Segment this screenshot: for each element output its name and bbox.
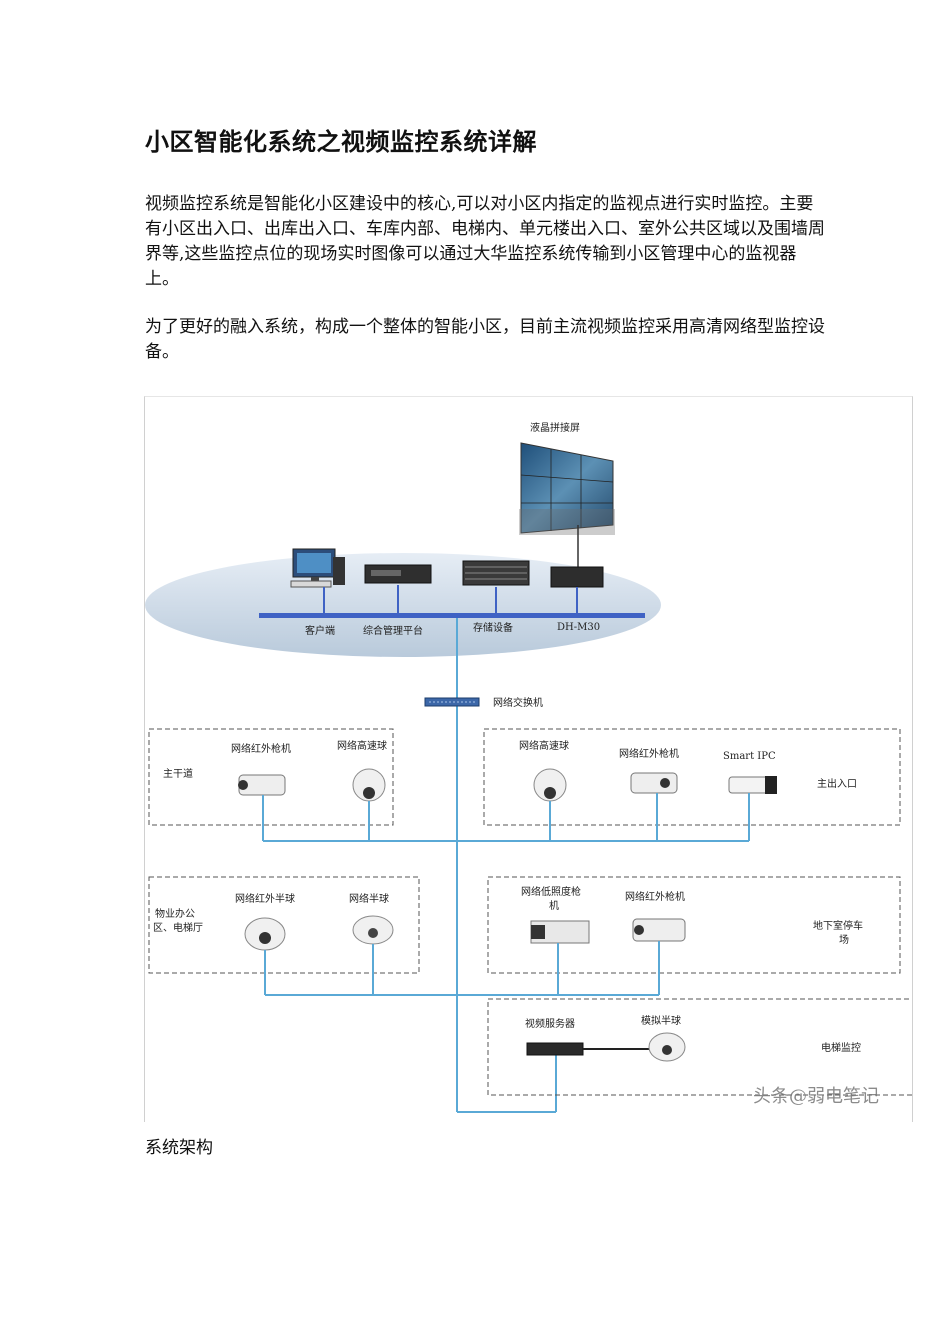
system-architecture-diagram: 液晶拼接屏 客户端 综合管理平台 存储设备 DH-M30 网络交换机 xyxy=(144,396,929,1122)
parking-lowlight-bullet-label-line2: 机 xyxy=(549,899,559,912)
storage-device-icon xyxy=(462,560,530,586)
zone-trunk-road-label: 主干道 xyxy=(163,767,193,780)
storage-label: 存储设备 xyxy=(473,621,513,634)
zone-main-entrance-label: 主出入口 xyxy=(817,777,857,790)
management-platform-icon xyxy=(364,564,432,584)
property-ir-mini-dome-label: 网络红外半球 xyxy=(235,892,295,905)
core-platform-ellipse xyxy=(145,553,661,657)
zone-main-entrance-box xyxy=(483,728,901,826)
video-wall-icon xyxy=(519,442,615,535)
zone-property-office-label-line1: 物业办公 xyxy=(155,907,195,920)
management-platform-label: 综合管理平台 xyxy=(363,624,423,637)
trunk-ir-bullet-label: 网络红外枪机 xyxy=(231,742,291,755)
speed-dome-icon xyxy=(352,768,386,802)
video-wall-label: 液晶拼接屏 xyxy=(530,421,580,434)
box-camera-icon xyxy=(530,920,590,944)
video-server-label: 视频服务器 xyxy=(525,1017,575,1030)
page-title: 小区智能化系统之视频监控系统详解 xyxy=(145,128,537,156)
main-entrance-speed-dome-label: 网络高速球 xyxy=(519,739,569,752)
parking-ir-bullet-label: 网络红外枪机 xyxy=(625,890,685,903)
zone-parking-label-line2: 场 xyxy=(839,933,849,946)
zone-elevator-label: 电梯监控 xyxy=(821,1041,861,1054)
watermark-text: 头条@弱电笔记 xyxy=(753,1086,879,1107)
property-mini-dome-label: 网络半球 xyxy=(349,892,389,905)
client-label: 客户端 xyxy=(305,624,335,637)
speed-dome-icon xyxy=(533,768,567,802)
bullet-camera-icon xyxy=(630,772,678,794)
core-bus-bar xyxy=(259,613,645,618)
intro-paragraph: 视频监控系统是智能化小区建设中的核心,可以对小区内指定的监视点进行实时监控。主要… xyxy=(145,194,825,289)
dh-m30-label: DH-M30 xyxy=(557,622,600,633)
mini-dome-icon xyxy=(352,915,394,945)
analog-dome-label: 模拟半球 xyxy=(641,1014,681,1027)
client-pc-icon xyxy=(290,548,345,588)
zone-parking-label-line1: 地下室停车 xyxy=(813,919,863,932)
second-paragraph: 为了更好的融入系统，构成一个整体的智能小区，目前主流视频监控采用高清网络型监控设… xyxy=(145,317,825,362)
trunk-speed-dome-label: 网络高速球 xyxy=(337,739,387,752)
zone-parking-box xyxy=(487,876,901,974)
dh-m30-icon xyxy=(550,566,604,588)
video-server-icon xyxy=(526,1042,584,1056)
mini-dome-icon xyxy=(244,917,286,951)
main-entrance-ir-bullet-label: 网络红外枪机 xyxy=(619,747,679,760)
network-switch-icon xyxy=(424,697,480,707)
zone-property-office-label-line2: 区、电梯厅 xyxy=(153,921,203,934)
switch-label: 网络交换机 xyxy=(493,696,543,709)
parking-lowlight-bullet-label-line1: 网络低照度枪 xyxy=(521,885,581,898)
smart-ipc-icon xyxy=(728,776,777,794)
smart-ipc-label: Smart IPC xyxy=(723,751,776,762)
zone-property-office-box xyxy=(148,876,420,974)
figure-caption: 系统架构 xyxy=(145,1138,213,1158)
analog-dome-icon xyxy=(648,1032,686,1062)
bullet-camera-icon xyxy=(632,918,686,942)
bullet-camera-icon xyxy=(238,774,286,796)
zone-trunk-road-box xyxy=(148,728,394,826)
